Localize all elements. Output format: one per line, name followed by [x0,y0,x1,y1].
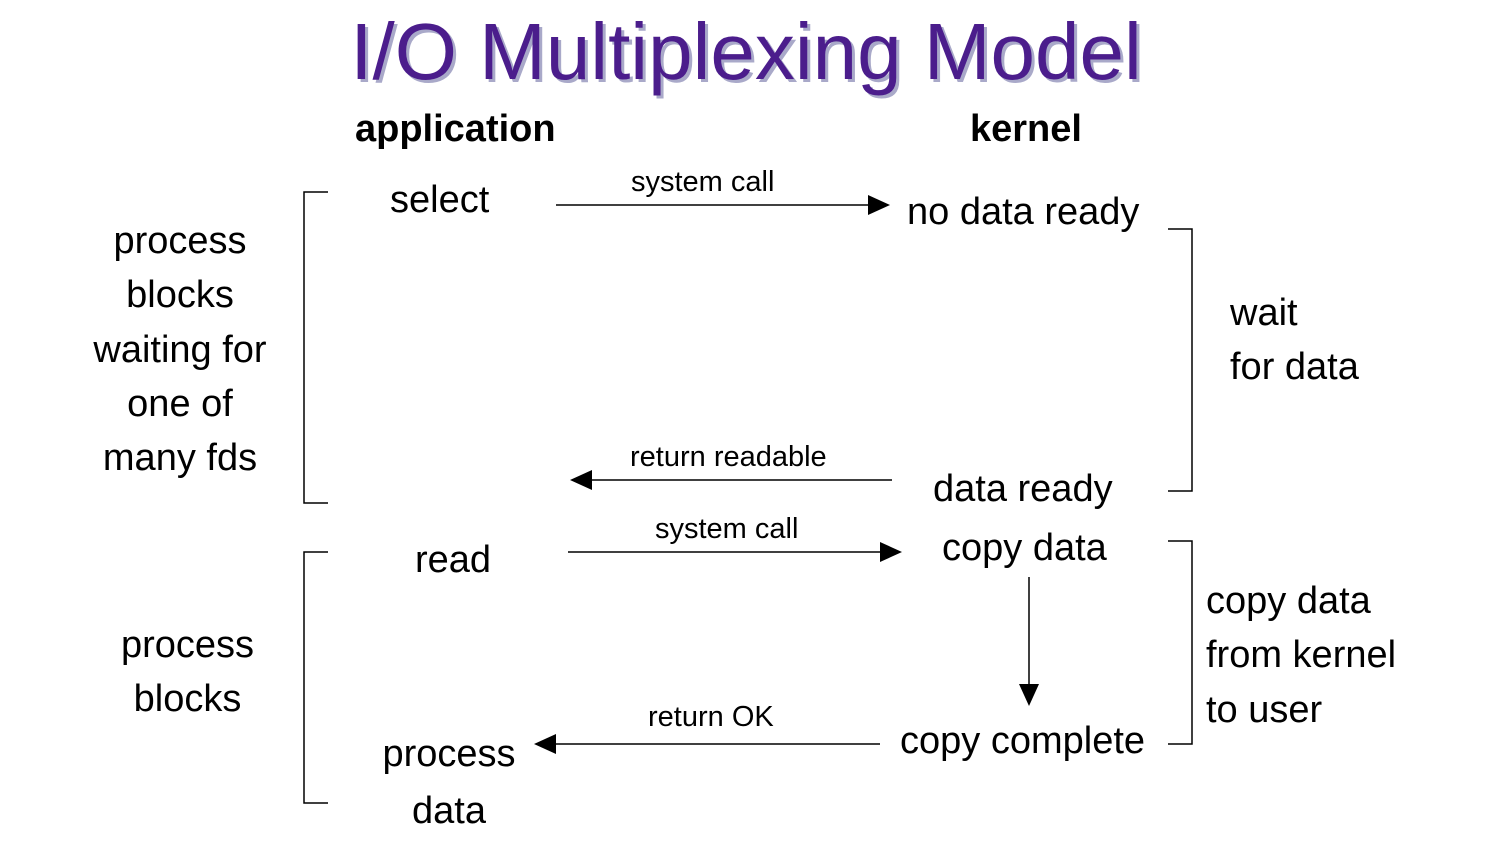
left-note-phase1: process blocks waiting for one of many f… [70,214,290,486]
right-note-line: to user [1206,688,1323,731]
system-call-arrow-2 [568,542,902,562]
copy-data-down-arrow [1019,577,1039,706]
return-readable-arrow [570,470,892,490]
right-bracket-phase1 [1168,228,1193,492]
right-note-line: wait [1230,292,1298,334]
right-note-phase1: wait for data [1230,286,1359,395]
left-bracket-phase2 [303,551,328,804]
select-label: select [390,179,490,221]
copy-data-label: copy data [942,527,1107,569]
left-bracket-phase1 [303,191,328,504]
no-data-ready-label: no data ready [907,191,1140,233]
process-data-line: data [412,790,486,832]
left-note-phase2: process blocks [85,618,290,727]
read-label: read [415,539,492,581]
system-call-label-2: system call [655,513,799,545]
right-note-line: copy data [1206,580,1371,622]
left-note-line: many fds [102,437,258,480]
system-call-arrow-1 [556,195,890,215]
application-header: application [355,108,556,150]
left-note-line: blocks [126,274,234,317]
data-ready-label: data ready [933,468,1113,510]
left-note-line: waiting for [93,328,267,371]
kernel-header: kernel [970,108,1082,150]
return-ok-label: return OK [648,701,774,733]
left-note-line: one of [127,382,233,425]
right-bracket-phase2 [1168,540,1193,745]
left-note-line: blocks [133,678,242,721]
return-ok-arrow [534,734,880,754]
right-note-line: from kernel [1206,634,1397,677]
left-note-line: process [113,220,247,262]
system-call-label-1: system call [631,166,775,198]
process-data-label: process data [370,726,528,840]
process-data-line: process [382,733,516,775]
return-readable-label: return readable [630,441,827,473]
diagram-title: I/O Multiplexing Model [350,7,1142,96]
copy-complete-label: copy complete [900,720,1146,762]
right-note-phase2: copy data from kernel to user [1206,574,1396,737]
left-note-line: process [120,624,255,666]
right-note-line: for data [1230,346,1359,389]
